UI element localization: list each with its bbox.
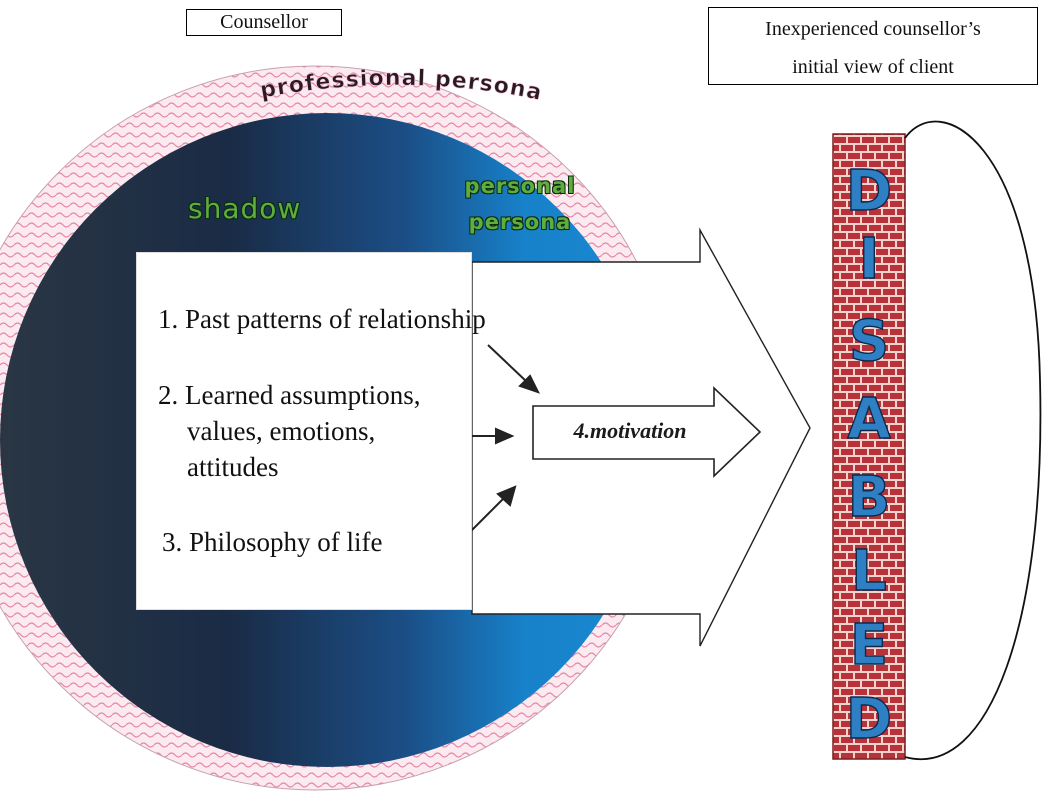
wall-letter: B [848,465,891,530]
client-view-label-line1: Inexperienced counsellor’s [765,18,981,40]
influence-item-1: 1. Past patterns of relationship [158,304,486,334]
influence-item-2-cont2: attitudes [187,452,279,482]
disabled-letters: D I S A B L E D [845,158,893,752]
wall-letter: L [851,539,887,604]
counsellor-label: Counsellor [186,9,342,36]
client-view-label: Inexperienced counsellor’s initial view … [708,7,1038,85]
client-outline [904,120,1042,760]
shadow-label: shadow [188,192,302,225]
brick-wall [832,133,906,760]
influence-item-2-cont: values, emotions, [187,416,376,446]
influences-box [136,252,472,610]
client-view-label-line2: initial view of client [792,56,954,78]
personal-persona-label: personal persona [460,168,580,240]
wall-letter: E [850,613,888,678]
motivation-arrow [532,386,762,478]
wall-letter: D [846,159,892,224]
influence-item-3: 3. Philosophy of life [162,527,383,557]
motivation-label: 4.motivation [573,418,687,443]
personal-persona-line1: personal [464,174,576,198]
wall-letter: D [846,687,892,752]
wall-letter: A [847,387,891,452]
wall-letter: S [849,309,889,374]
personal-persona-line2: persona [468,210,572,234]
wall-letter: I [859,227,880,292]
influence-item-2: 2. Learned assumptions, [158,380,421,410]
